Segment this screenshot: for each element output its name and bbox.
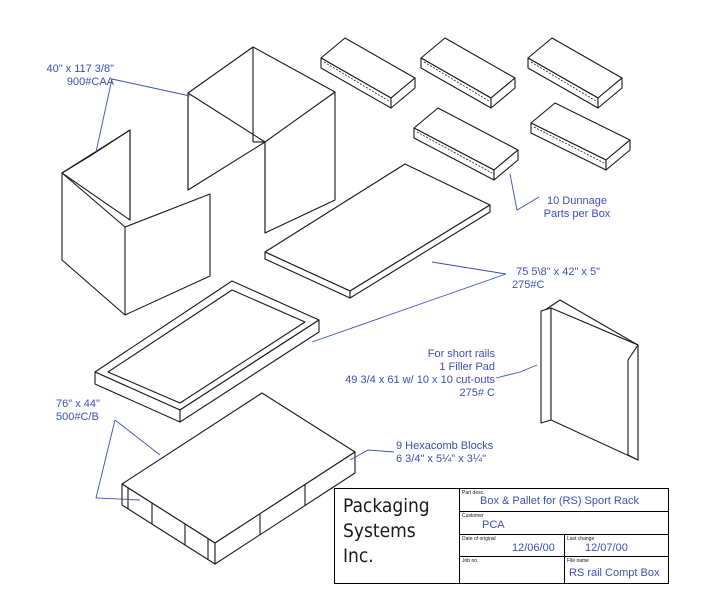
pallet-label: 76" x 44" 500#C/B	[56, 398, 100, 423]
dunnage-part-5	[531, 103, 630, 170]
title-block: Packaging Systems Inc. Part desc. Box & …	[334, 488, 669, 584]
filler-label: For short rails 1 Filler Pad 49 3/4 x 61…	[345, 348, 495, 399]
dunnage-part-3	[528, 38, 622, 108]
leader-lines	[96, 79, 539, 500]
dunnage-part-1	[321, 38, 415, 108]
last-change-cell: Last change 12/07/00	[564, 535, 668, 557]
company-name: Packaging Systems Inc.	[335, 489, 460, 583]
date-original-cell: Date of original 12/06/00	[460, 535, 564, 557]
job-cell: Job no.	[462, 558, 479, 564]
dunnage-label: 10 Dunnage Parts per Box	[543, 195, 611, 220]
tray	[95, 281, 319, 422]
dunnage-part-2	[421, 38, 515, 108]
file-name-cell: File name RS rail Compt Box	[564, 557, 668, 583]
side-wall-panel	[62, 47, 335, 315]
customer-cell: Customer PCA	[460, 512, 668, 535]
flat-pad	[265, 164, 490, 298]
filler-panel	[541, 300, 638, 460]
blocks-label: 9 Hexacomb Blocks 6 3/4" x 5¼" x 3¼"	[396, 440, 494, 465]
pad-label: 75 5\8" x 42" x 5" 275#C	[512, 266, 600, 291]
part-desc-cell: Part desc. Box & Pallet for (RS) Sport R…	[460, 489, 668, 512]
pallet	[122, 393, 355, 564]
side-panel-label: 40" x 117 3/8" 900#CAA	[46, 63, 114, 88]
dunnage-part-4	[414, 108, 518, 180]
